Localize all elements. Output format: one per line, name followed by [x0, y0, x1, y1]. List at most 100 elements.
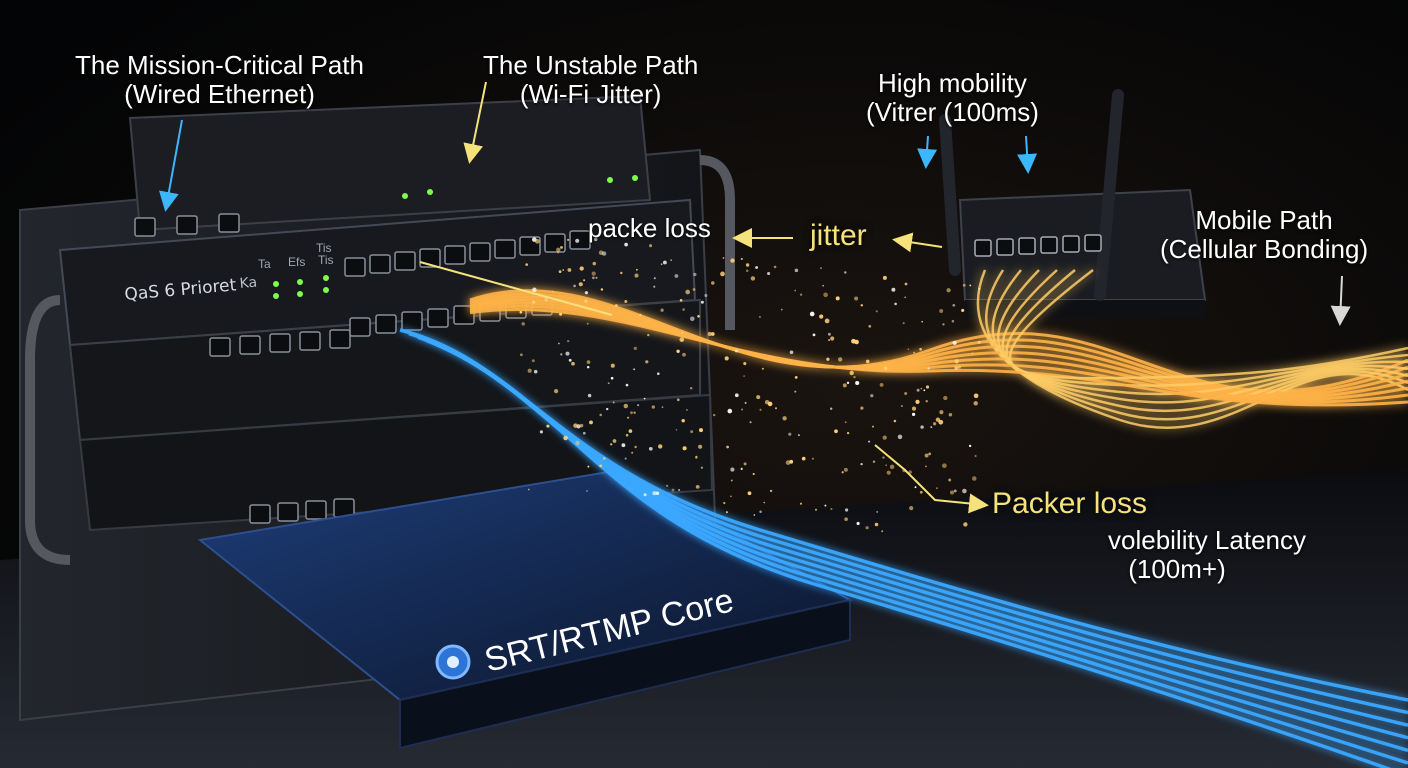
packet-particle [586, 360, 591, 364]
packet-particle [886, 470, 891, 475]
packet-particle [710, 332, 715, 336]
wired-stream-line [453, 350, 1392, 768]
packet-particle [603, 457, 606, 460]
packet-particle [845, 508, 849, 512]
packet-particle [599, 413, 602, 417]
packet-particle [942, 323, 945, 326]
packet-particle [630, 411, 633, 415]
volatility-title: volebility Latency [1108, 525, 1306, 555]
router-port [1018, 237, 1036, 255]
packet-particle [974, 454, 977, 458]
packet-particle [727, 408, 733, 414]
packet-particle [749, 421, 752, 424]
packet-particle [794, 268, 799, 273]
packet-particle [584, 291, 588, 295]
mobile-path-pointer [1330, 275, 1351, 326]
ethernet-port [269, 333, 291, 353]
router-stream-line [1008, 269, 1408, 380]
jitter-label: jitter [810, 219, 867, 252]
ethernet-port [394, 251, 416, 271]
ethernet-port [544, 233, 566, 253]
packet-particle [930, 426, 933, 429]
packet-particle [961, 308, 965, 312]
packet-particle [962, 283, 966, 287]
wired-ethernet-streams [399, 328, 1408, 768]
packet-particle [851, 338, 856, 344]
volatility-subtitle: (100m+) [1128, 554, 1226, 585]
router-ports [974, 234, 1102, 257]
packet-particle [579, 423, 584, 428]
packet-particle [925, 385, 930, 389]
status-led [632, 175, 638, 181]
packet-particle [707, 331, 712, 337]
packet-particle [533, 369, 538, 374]
packet-particle [740, 467, 743, 471]
packet-particle [826, 357, 830, 361]
packet-particle [782, 416, 787, 421]
packet-particle [660, 308, 664, 312]
packet-particle [935, 417, 941, 422]
packet-particle [681, 331, 684, 334]
packet-particle [678, 489, 680, 491]
packet-particle [972, 476, 977, 481]
status-led [297, 279, 303, 285]
packet-particle [575, 440, 580, 446]
packet-particle [785, 460, 791, 465]
packet-particle [676, 398, 680, 402]
packet-particle [830, 336, 835, 341]
packet-particle [916, 388, 920, 392]
packet-particle [690, 316, 695, 322]
packet-particle [584, 299, 588, 303]
ethernet-port [277, 502, 299, 522]
packet-particle [946, 288, 951, 293]
ethernet-port [569, 230, 591, 250]
packet-particle [662, 260, 667, 265]
packet-particle [868, 324, 872, 328]
packet-particle [860, 304, 864, 307]
packet-particle [567, 238, 570, 241]
packet-particle [882, 435, 887, 440]
packet-particle [759, 408, 762, 411]
packet-particle [820, 267, 822, 269]
unstable-title: The Unstable Path [483, 50, 699, 80]
packet-particle [870, 394, 874, 398]
packet-particle [927, 367, 930, 370]
packet-particle [743, 462, 747, 466]
packet-particle [789, 350, 794, 355]
packet-particle [973, 393, 979, 399]
router-stream-line [985, 269, 1408, 421]
packet-particle [579, 266, 584, 271]
packet-particle [952, 303, 956, 307]
packet-particle [904, 282, 908, 286]
ethernet-port [369, 254, 391, 274]
rack-handle [25, 295, 71, 565]
ethernet-port [427, 308, 449, 328]
packet-particle [962, 488, 967, 494]
ethernet-port [444, 245, 466, 265]
packet-particle [539, 430, 543, 434]
packet-particle [809, 311, 815, 317]
packet-particle [610, 376, 614, 380]
packet-particle [682, 446, 687, 451]
packet-particle [963, 522, 968, 527]
packet-particle [794, 376, 798, 379]
packet-particle [844, 517, 848, 521]
packet-particle [925, 465, 927, 468]
router-stream-line [991, 269, 1408, 412]
packet-particle [744, 401, 747, 404]
packet-particle [692, 288, 696, 291]
packet-particle [634, 445, 637, 449]
ethernet-port [494, 239, 516, 259]
packet-particle [636, 268, 638, 271]
router-port [996, 238, 1014, 256]
packet-particle [854, 296, 859, 301]
packet-particle [665, 484, 669, 487]
packet-particle [592, 261, 597, 266]
high-mobility-subtitle: (Vitrer (100ms) [866, 97, 1039, 128]
packet-particle [614, 304, 618, 308]
packet-particle [679, 337, 685, 342]
packet-particle [628, 429, 633, 433]
packet-particle [911, 412, 916, 417]
packet-particle [767, 401, 773, 407]
packet-particle [682, 308, 685, 311]
